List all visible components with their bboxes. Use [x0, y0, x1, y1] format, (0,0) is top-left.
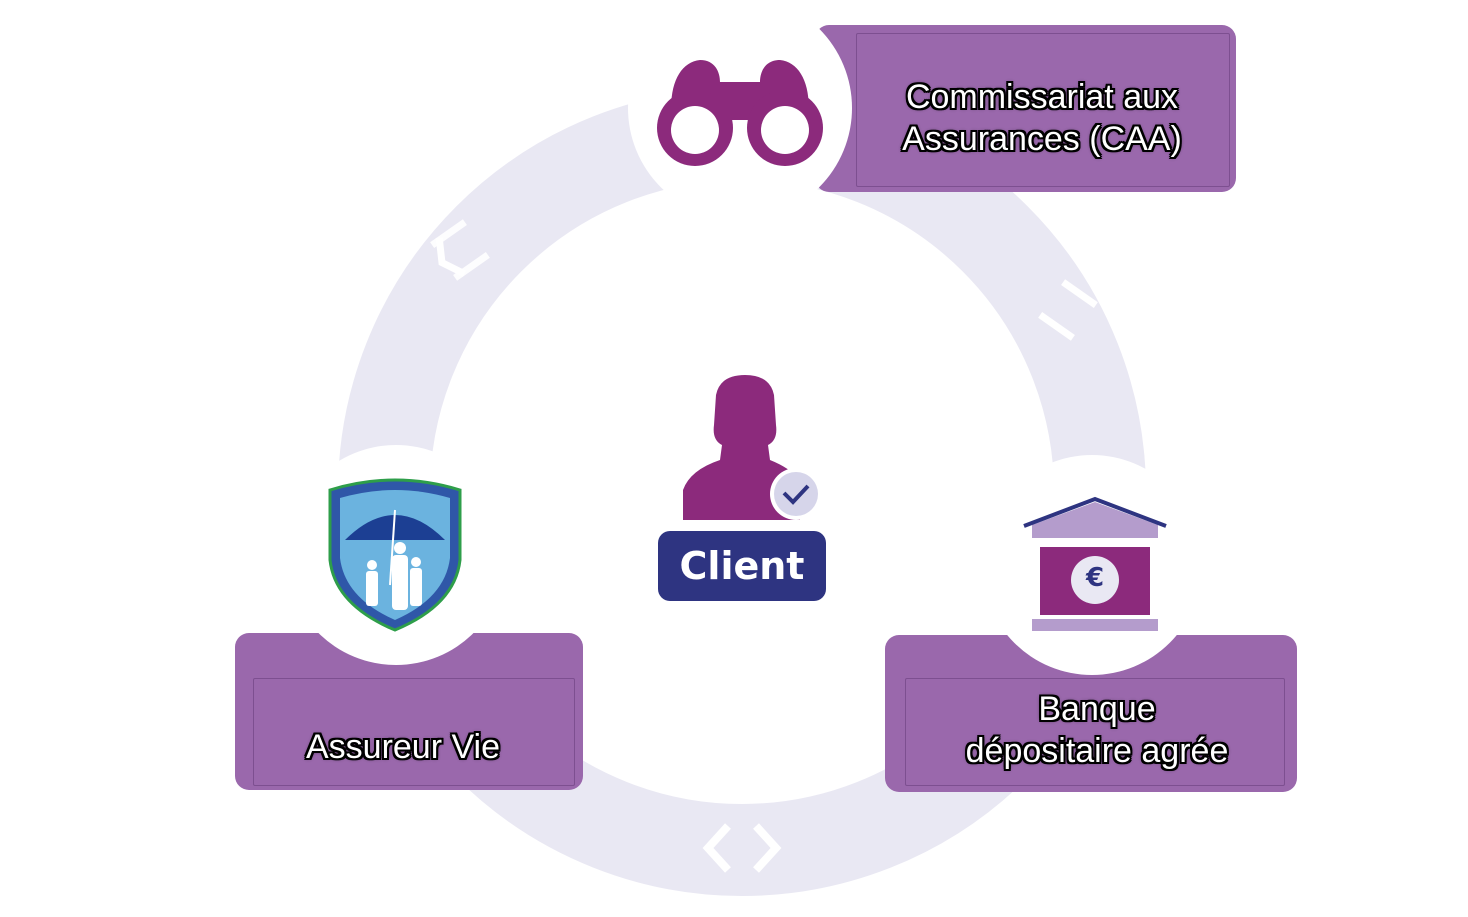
banque-label: Banque dépositaire agrée [905, 688, 1289, 772]
client-badge: Client [658, 531, 826, 601]
shield-umbrella-family-icon [328, 478, 462, 632]
caa-box-inner [856, 33, 1230, 187]
caa-label: Commissariat aux Assurances (CAA) [856, 76, 1228, 160]
arrow-bottom-icon [702, 823, 782, 873]
binoculars-icon [657, 60, 823, 166]
caa-label-line1: Commissariat aux [905, 78, 1179, 116]
verified-user-icon [683, 375, 822, 520]
caa-label-line2: Assurances (CAA) [902, 120, 1182, 158]
banque-box-inner [905, 678, 1285, 786]
caa-box [815, 25, 1236, 192]
bank-euro-icon [1023, 496, 1167, 631]
euro-symbol: € [1085, 563, 1105, 593]
banque-label-line1: Banque [1038, 690, 1156, 728]
arrow-left-icon [427, 217, 493, 283]
arrow-right-icon [1035, 277, 1101, 343]
banque-label-line2: dépositaire agrée [965, 732, 1229, 770]
assureur-box-inner [253, 678, 575, 786]
assureur-label: Assureur Vie [305, 728, 501, 766]
